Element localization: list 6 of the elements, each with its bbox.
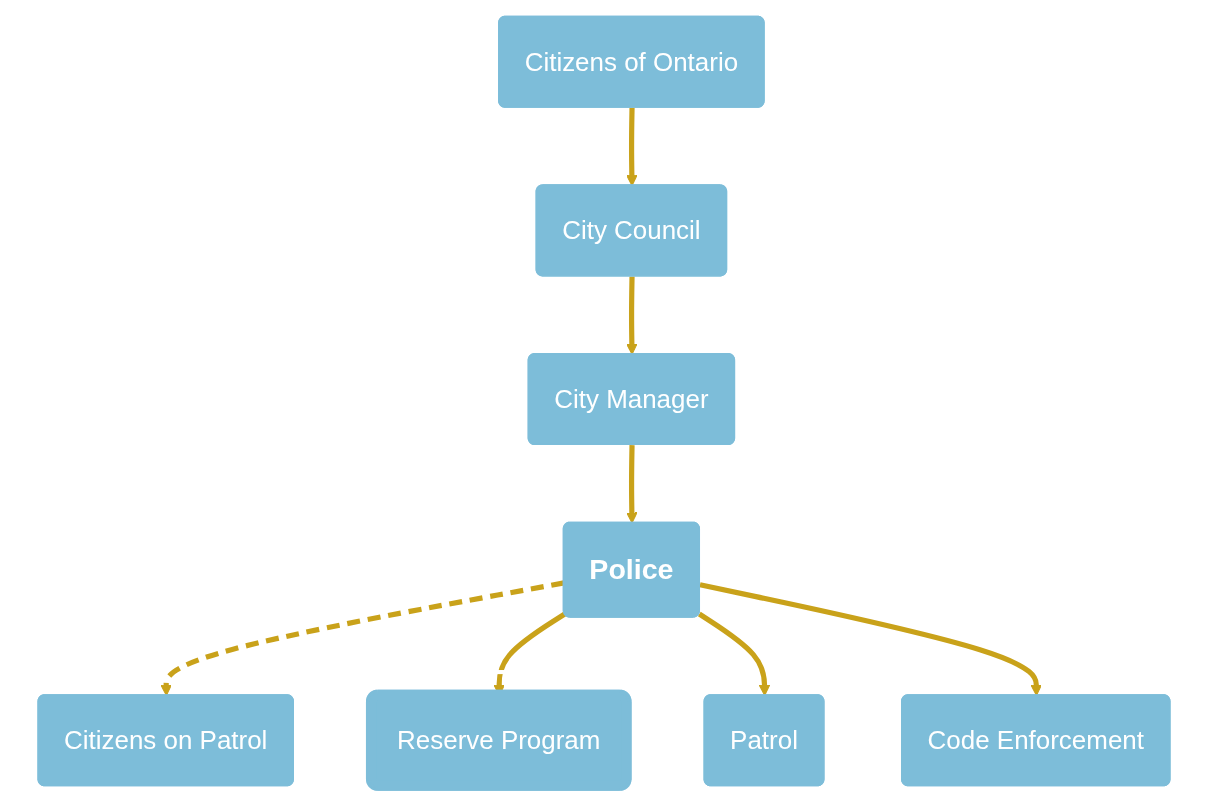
arrow [625,107,638,186]
arrow [625,444,638,523]
arrow [698,581,1042,696]
arrow [697,611,770,696]
arrow [625,275,638,355]
arrow [160,579,564,696]
